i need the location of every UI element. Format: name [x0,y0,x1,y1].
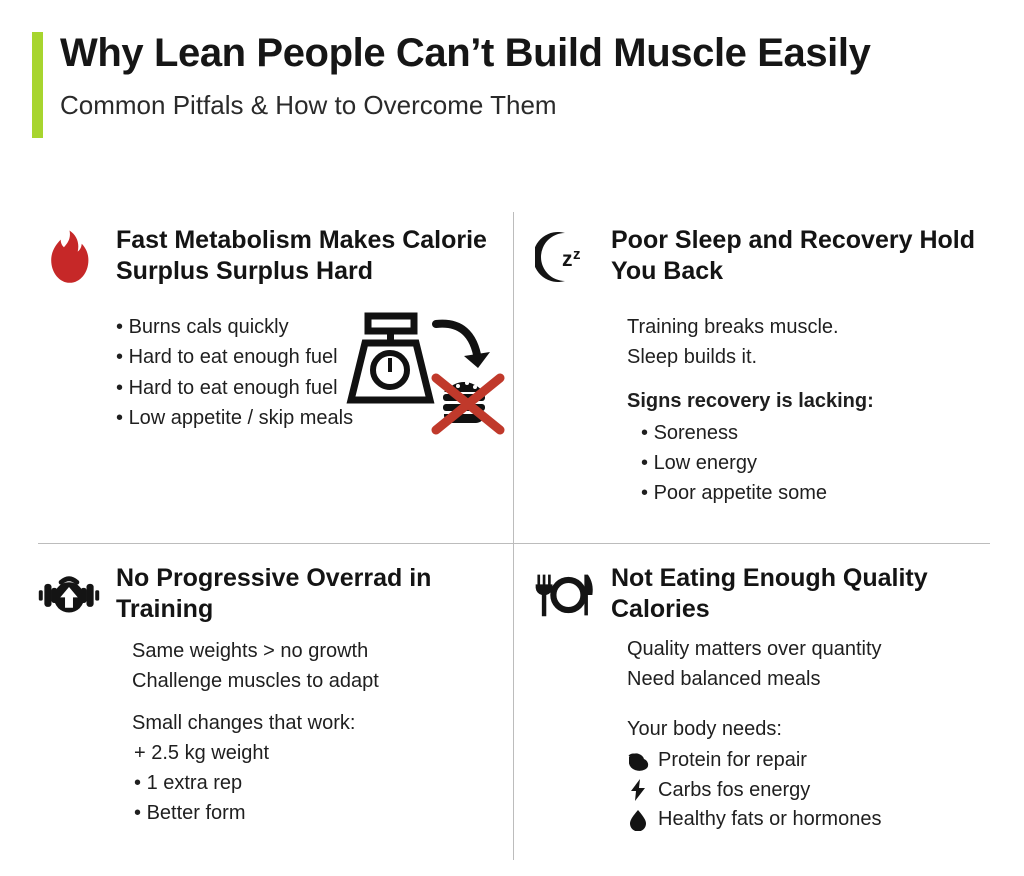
list-item: Poor appetite some [641,478,1003,508]
page-title: Why Lean People Can’t Build Muscle Easil… [60,31,871,75]
list-item-label: Healthy fats or hormones [658,808,882,831]
calories-line: Need balanced meals [627,668,821,690]
sleep-line: Sleep builds it. [627,346,758,368]
header-text-group: Why Lean People Can’t Build Muscle Easil… [60,30,1000,121]
overload-bullet-list: + 2.5 kg weight 1 extra rep Better form [134,738,508,828]
card-no-progressive-overload: No Progressive Overrad in Training Same … [38,560,508,860]
list-item: Soreness [641,418,1003,448]
card-title-sleep: Poor Sleep and Recovery Hold You Back [611,226,975,285]
horizontal-divider [38,543,990,544]
sleep-bullet-list: Soreness Low energy Poor appetite some [641,418,1003,508]
list-item: Hard to eat enough fuel [116,373,508,403]
card-not-eating-enough: Not Eating Enough Quality Calories Quali… [533,560,1003,860]
card-title-metabolism: Fast Metabolism Makes Calorie Surplus Su… [116,226,487,285]
calories-lead-in: Your body needs: [627,718,782,740]
accent-bar [32,32,43,138]
list-item: Burns cals quickly [116,312,508,342]
flexed-bicep-icon [627,749,649,773]
list-item: Healthy fats or hormones [627,805,1003,835]
page-header: Why Lean People Can’t Build Muscle Easil… [0,0,1024,180]
moon-zz-icon: z z [533,226,595,288]
sleep-line: Training breaks muscle. [627,316,839,338]
weight-scale-crossed-burger-illustration [340,308,510,440]
list-item: Better form [134,798,508,828]
list-item-label: Protein for repair [658,749,807,771]
sleep-lead-in: Signs recovery is lacking: [627,390,874,412]
overload-lead-in: Small changes that work: [132,712,356,734]
svg-text:z: z [573,246,581,263]
dumbbell-up-arrow-icon [38,564,100,626]
vertical-divider [513,212,514,860]
list-item: Low appetite / skip meals [116,403,508,433]
fork-plate-knife-icon [533,564,595,626]
metabolism-bullet-list: Burns cals quickly Hard to eat enough fu… [116,312,508,434]
list-item: Protein for repair [627,746,1003,776]
card-header-overload: No Progressive Overrad in Training [38,560,508,626]
list-item-label: Carbs fos energy [658,778,811,801]
list-item: Low energy [641,448,1003,478]
list-item: Carbs fos energy [627,776,1003,806]
list-item: Hard to eat enough fuel [116,342,508,372]
card-poor-sleep: z z Poor Sleep and Recovery Hold You Bac… [533,222,1003,532]
page-subtitle: Common Pitfals & How to Overcome Them [60,90,557,121]
card-title-overload: No Progressive Overrad in Training [116,564,432,623]
card-fast-metabolism: Fast Metabolism Makes Calorie Surplus Su… [38,222,508,532]
calories-line: Quality matters over quantity [627,638,882,660]
card-body-calories: Quality matters over quantity Need balan… [627,634,1003,835]
card-header-calories: Not Eating Enough Quality Calories [533,560,1003,626]
card-body-metabolism: Burns cals quickly Hard to eat enough fu… [116,312,508,434]
card-body-sleep: Training breaks muscle. Sleep builds it.… [627,312,1003,508]
svg-text:z: z [562,248,573,271]
card-body-overload: Same weights > no growth Challenge muscl… [132,636,508,828]
calories-icon-list: Protein for repair Carbs fos energy Heal… [627,746,1003,835]
flame-icon [38,226,100,288]
overload-line: Challenge muscles to adapt [132,670,379,692]
card-header-metabolism: Fast Metabolism Makes Calorie Surplus Su… [38,222,508,288]
lightning-bolt-icon [627,778,649,802]
list-item: + 2.5 kg weight [134,742,270,764]
overload-line: Same weights > no growth [132,640,369,662]
list-item: 1 extra rep [134,768,508,798]
card-title-calories: Not Eating Enough Quality Calories [611,564,928,623]
card-header-sleep: z z Poor Sleep and Recovery Hold You Bac… [533,222,1003,288]
droplet-icon [627,808,649,832]
